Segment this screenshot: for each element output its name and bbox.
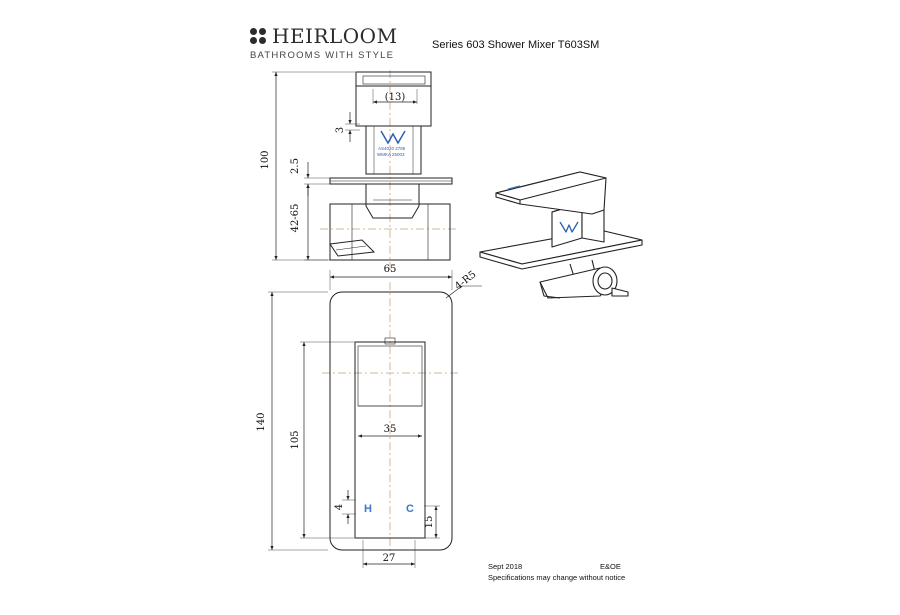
iso-watermark-icon — [559, 221, 579, 233]
hot-marking: H — [364, 503, 372, 515]
footer-notice: Specifications may change without notice — [488, 573, 626, 582]
iso-inlet-thread — [597, 272, 613, 290]
mixer-body-block — [365, 125, 422, 175]
brand-tagline: BATHROOMS WITH STYLE — [250, 50, 395, 61]
footer-date-row: Sept 2018 E&OE — [488, 561, 625, 572]
logo-dots-icon — [250, 28, 266, 44]
dim-4-label: 4 — [334, 504, 345, 510]
dim-2-5-label: 2.5 — [290, 158, 301, 174]
dim-105-label: 105 — [290, 430, 301, 449]
footer-date: Sept 2018 — [488, 562, 523, 571]
dim-42-65-label: 42-65 — [290, 204, 301, 233]
drawing-footer: Sept 2018 E&OE Specifications may change … — [488, 561, 625, 583]
iso-mount-tab — [611, 287, 629, 297]
watermark-stamp: AS4020 2785 WMKA 25003 — [377, 130, 406, 157]
dim-140-label: 140 — [256, 412, 267, 431]
watermark-line2: WMKA 25003 — [377, 152, 405, 157]
watermark-icon — [380, 130, 406, 145]
lever-front — [354, 341, 426, 539]
iso-lever-front — [495, 192, 521, 205]
cover-plate-front — [329, 291, 453, 551]
side-view — [320, 70, 458, 270]
handle-top-inner — [362, 75, 426, 85]
dim-15-label: 15 — [424, 516, 435, 529]
drawing-title: Series 603 Shower Mixer T603SM — [432, 39, 600, 51]
dim-4-r5-label: 4-R5 — [453, 269, 478, 292]
brand-name: HEIRLOOM — [272, 24, 398, 48]
dim-27-label: 27 — [383, 553, 396, 564]
dim-100-label: 100 — [260, 150, 271, 169]
mixer-neck — [365, 184, 420, 219]
dim-35-label: 35 — [384, 424, 397, 435]
brand-logo: HEIRLOOM — [250, 24, 398, 48]
dim-65-label: 65 — [384, 264, 397, 275]
cold-marking: C — [406, 503, 414, 515]
front-view — [322, 282, 458, 556]
side-view-dimensions — [272, 71, 418, 261]
front-view-dimensions — [268, 270, 482, 568]
brand-header: HEIRLOOM BATHROOMS WITH STYLE — [250, 24, 398, 61]
dim-3-label: 3 — [335, 127, 346, 133]
iso-plate-edge — [479, 239, 643, 270]
isometric-view — [479, 171, 643, 299]
watermark-line1: AS4020 2785 — [378, 146, 406, 151]
dim-13-label: (13) — [385, 92, 406, 103]
wall-body — [329, 203, 451, 261]
footer-eoe: E&OE — [600, 562, 621, 571]
outlet-port — [329, 239, 376, 257]
